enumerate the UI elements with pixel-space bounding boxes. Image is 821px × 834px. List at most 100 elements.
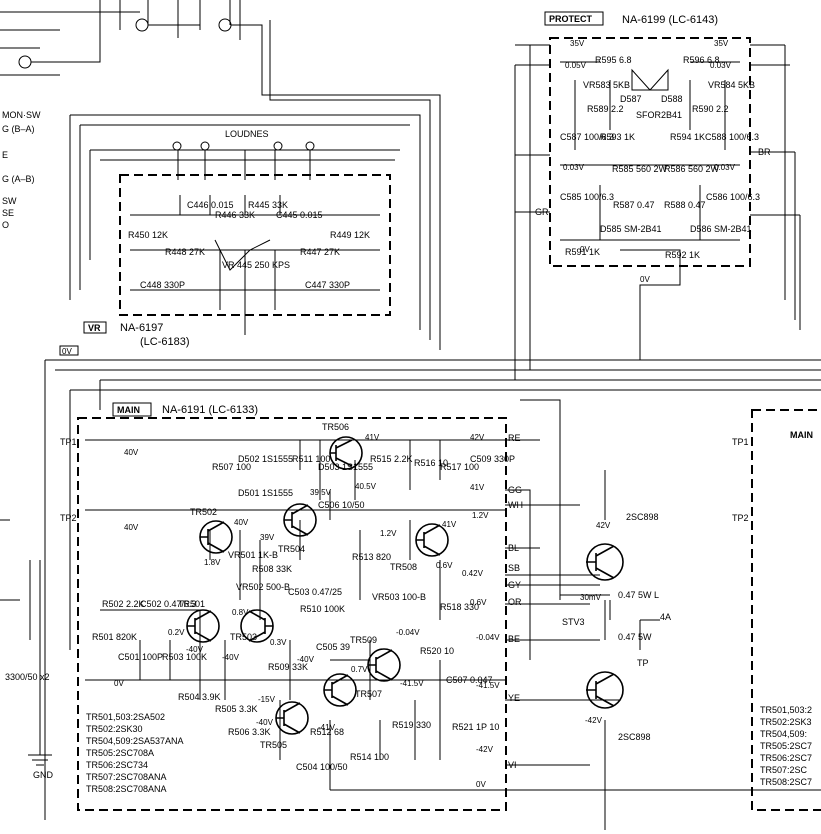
main-part-14: R515 2.2K <box>370 454 413 464</box>
protect-part-13: R585 560 2W <box>612 164 668 174</box>
loudness-label: LOUDNES <box>225 129 269 139</box>
tr-list-6: TR508:2SC708ANA <box>86 784 167 794</box>
vr-part-1: R446 33K <box>215 210 255 220</box>
main-part-36: R504 3.9K <box>178 692 221 702</box>
terminal-ye: YE <box>508 693 520 703</box>
main-voltage-35: 40V <box>124 523 139 532</box>
tr-list-5: TR507:2SC708ANA <box>86 772 167 782</box>
main-voltage-15: 0.8V <box>232 608 249 617</box>
main-part-4: TR501 <box>178 599 205 609</box>
terminal-gg: GG <box>508 485 522 495</box>
main-part-32: R509 33K <box>268 662 308 672</box>
main-part-23: R518 330 <box>440 602 479 612</box>
terminal-bl: BL <box>508 543 519 553</box>
main-voltage-3: 40.5V <box>355 482 377 491</box>
ground-symbol <box>28 740 52 766</box>
main-part-24: R502 2.2K <box>102 599 145 609</box>
main-part-41: R514 100 <box>350 752 389 762</box>
main-part-44: STV3 <box>562 617 585 627</box>
main-part-46: 0.47 5W <box>618 632 652 642</box>
main-part-2: TR504 <box>278 544 305 554</box>
fuse-rating: 4A <box>660 612 671 622</box>
main-part-39: R512 68 <box>310 727 344 737</box>
terminal-be: BE <box>508 634 520 644</box>
terminal-br: BR <box>758 147 771 157</box>
main-voltage-9: 1.2V <box>472 511 489 520</box>
main-part-42: R519 330 <box>392 720 431 730</box>
vr-model: NA-6197 <box>120 322 163 334</box>
main-part-33: C505 39 <box>316 642 350 652</box>
protect-voltage-3: 0.03V <box>710 61 732 70</box>
vr-part-5: R448 27K <box>165 247 205 257</box>
main-part-30: C501 100P <box>118 652 163 662</box>
main-voltage-18: -40V <box>186 645 204 654</box>
tr-list-right-6: TR508:2SC7 <box>760 777 812 787</box>
ref-zero: 0V <box>62 347 72 356</box>
main-part-37: R505 3.3K <box>215 704 258 714</box>
main-voltage-24: -41.5V <box>400 679 424 688</box>
main-part-45: 0.47 5W <box>618 590 652 600</box>
main-voltage-0: 40V <box>124 448 139 457</box>
main-voltage-27: -40V <box>256 718 274 727</box>
tr-list-right-1: TR502:2SK3 <box>760 717 812 727</box>
protect-part-16: C586 100/6.3 <box>706 192 760 202</box>
protect-part-2: VR583 5KB <box>583 80 630 90</box>
main-part-9: R507 100 <box>212 462 251 472</box>
main-part-0: TR506 <box>322 422 349 432</box>
main-model: NA-6191 (LC-6133) <box>162 404 258 416</box>
main-voltage-14: 1.8V <box>204 558 221 567</box>
main-part-15: C506 10/50 <box>318 500 365 510</box>
protect-part-20: D586 SM-2B41 <box>690 224 752 234</box>
main-voltage-25: -41.5V <box>476 681 500 690</box>
terminal-or: OR <box>508 597 522 607</box>
main-part-28: R510 100K <box>300 604 345 614</box>
main-part-26: VR502 500-B <box>236 582 290 592</box>
main-part-7: TR507 <box>355 689 382 699</box>
top-left-switch-fragment <box>0 0 441 350</box>
left-label-2: E <box>2 150 8 160</box>
main-voltage-32: 30mV <box>580 593 602 602</box>
protect-title-box <box>544 11 604 26</box>
main-voltage-16: 0.2V <box>168 628 185 637</box>
protect-board <box>514 37 801 380</box>
main-voltage-19: -40V <box>222 653 240 662</box>
main-part-12: R511 100 <box>292 454 330 464</box>
main-voltage-20: -40V <box>297 655 315 664</box>
protect-part-0: R595 6.8 <box>595 55 632 65</box>
tr-list-right-0: TR501,503:2 <box>760 705 812 715</box>
main-part-47: 2SC898 <box>626 512 659 522</box>
tr-list-right-3: TR505:2SC7 <box>760 741 812 751</box>
protect-part-10: R593 1K <box>600 132 635 142</box>
main-voltage-31: 0V <box>476 780 486 789</box>
vr-lc: (LC-6183) <box>140 336 190 348</box>
tr-list-right-4: TR506:2SC7 <box>760 753 812 763</box>
protect-voltage-7: 0V <box>640 275 650 284</box>
main-voltage-7: 39V <box>260 533 275 542</box>
main-part-16: R516 10 <box>414 458 448 468</box>
left-label-5: SE <box>2 208 14 218</box>
main-voltage-10: 41V <box>442 520 457 529</box>
main-title-right: MAIN <box>790 430 813 440</box>
main-voltage-8: 1.2V <box>380 529 397 538</box>
main-voltage-29: -42V <box>476 745 494 754</box>
terminal-vi: VI <box>508 760 517 770</box>
vr-part-10: C447 330P <box>305 280 350 290</box>
protect-part-14: R586 560 2W <box>664 164 720 174</box>
main-part-38: R506 3.3K <box>228 727 271 737</box>
main-part-27: C503 0.47/25 <box>288 587 342 597</box>
protect-part-18: R588 0.47 <box>664 200 706 210</box>
vr-part-0: C446 0.015 <box>187 200 234 210</box>
terminal-gy: GY <box>508 580 521 590</box>
main-part-48: 2SC898 <box>618 732 651 742</box>
main-part-11: D501 1S1555 <box>238 488 293 498</box>
tp-2-right: TP2 <box>732 513 749 523</box>
main-part-40: C504 100/50 <box>296 762 348 772</box>
main-voltage-33: 42V <box>596 521 611 530</box>
main-voltage-17: 0.3V <box>270 638 287 647</box>
protect-part-9: C587 100/6.3 <box>560 132 614 142</box>
main-voltage-23: 0.7V <box>351 665 368 674</box>
left-label-6: O <box>2 220 9 230</box>
protect-part-4: R589 2.2 <box>587 104 624 114</box>
